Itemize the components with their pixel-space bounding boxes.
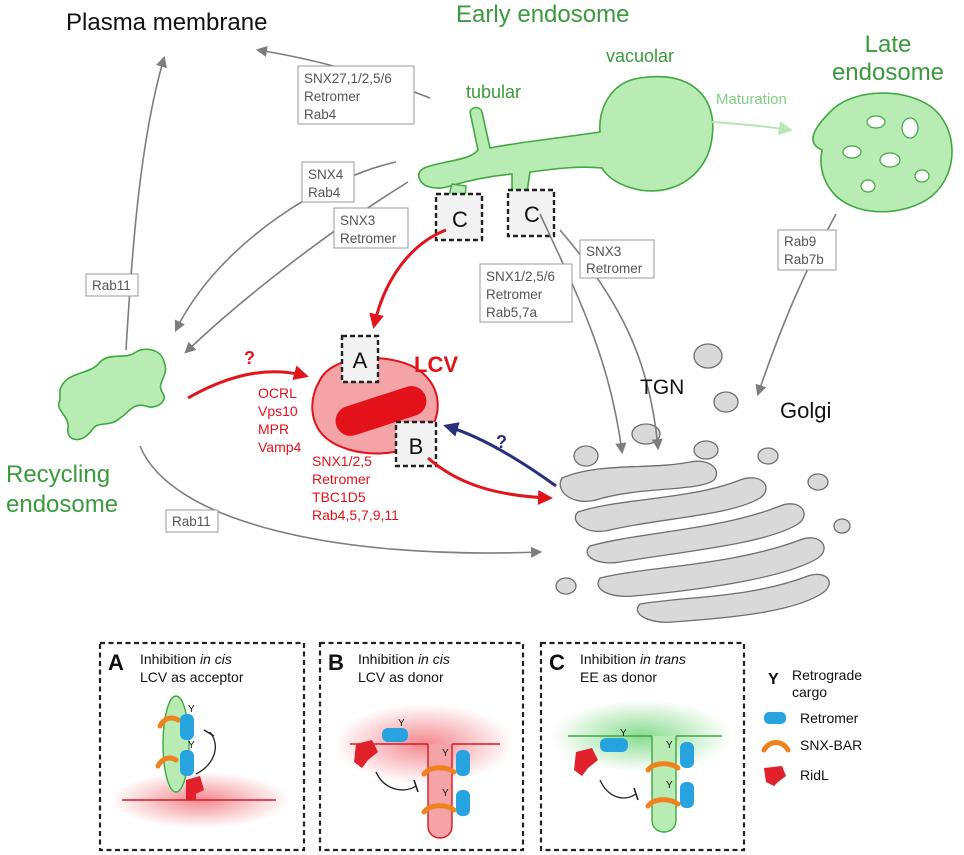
gray-route-arrows bbox=[125, 45, 837, 558]
route-box-rab11-pm: Rab11 bbox=[85, 273, 139, 297]
svg-text:Inhibition in cis: Inhibition in cis bbox=[358, 651, 450, 667]
svg-text:C: C bbox=[452, 207, 468, 232]
callout-c-right: C bbox=[506, 188, 556, 238]
legend-cargo-icon: Y bbox=[768, 671, 779, 688]
svg-text:Y: Y bbox=[666, 740, 673, 751]
svg-text:SNX4: SNX4 bbox=[308, 167, 344, 182]
svg-text:Rab4: Rab4 bbox=[304, 107, 337, 122]
svg-text:SNX1/2,5/6: SNX1/2,5/6 bbox=[486, 269, 555, 284]
svg-text:C: C bbox=[549, 650, 565, 675]
svg-text:TBC1D5: TBC1D5 bbox=[312, 489, 366, 505]
svg-text:Retromer: Retromer bbox=[340, 231, 397, 246]
lcv-acceptor-factors: OCRL Vps10 MPR Vamp4 bbox=[258, 385, 302, 455]
question-mark-navy: ? bbox=[496, 432, 507, 452]
svg-text:Inhibition in cis: Inhibition in cis bbox=[140, 651, 232, 667]
svg-text:Vamp4: Vamp4 bbox=[258, 439, 302, 455]
svg-text:Y: Y bbox=[442, 788, 449, 799]
svg-text:Retromer: Retromer bbox=[486, 287, 543, 302]
label-tubular: tubular bbox=[466, 82, 521, 102]
svg-text:B: B bbox=[328, 650, 344, 675]
svg-text:A: A bbox=[353, 348, 368, 373]
svg-text:MPR: MPR bbox=[258, 421, 289, 437]
label-tgn: TGN bbox=[640, 376, 684, 399]
question-mark-red: ? bbox=[244, 348, 255, 368]
legend-ridl-icon bbox=[764, 766, 786, 786]
svg-text:Rab9: Rab9 bbox=[784, 234, 816, 249]
route-box-snx3-re: SNX3 Retromer bbox=[333, 207, 409, 249]
route-box-snx4: SNX4 Rab4 bbox=[301, 161, 355, 203]
label-plasma-membrane: Plasma membrane bbox=[66, 9, 267, 36]
svg-text:Rab5,7a: Rab5,7a bbox=[486, 305, 538, 320]
panel-b: B Inhibition in cis LCV as donor Y Y Y bbox=[318, 641, 525, 852]
svg-text:EE as donor: EE as donor bbox=[580, 669, 657, 685]
svg-text:SNX1/2,5: SNX1/2,5 bbox=[312, 453, 372, 469]
svg-text:LCV as acceptor: LCV as acceptor bbox=[140, 669, 244, 685]
svg-text:Y: Y bbox=[188, 704, 195, 715]
recycling-endosome-shape bbox=[57, 348, 167, 441]
route-box-rab11-golgi: Rab11 bbox=[165, 509, 219, 533]
legend: Y Retrograde cargo Retromer SNX-BAR RidL bbox=[761, 667, 862, 786]
svg-text:SNX3: SNX3 bbox=[340, 213, 375, 228]
label-early-endosome: Early endosome bbox=[456, 1, 629, 28]
label-vacuolar: vacuolar bbox=[606, 46, 674, 66]
svg-text:B: B bbox=[409, 434, 424, 459]
label-golgi: Golgi bbox=[780, 398, 831, 423]
label-recycling: Recycling bbox=[6, 461, 110, 488]
label-late: Late bbox=[865, 31, 912, 58]
route-box-ee-to-pm: SNX27,1/2,5/6 Retromer Rab4 bbox=[297, 65, 415, 125]
lcv-donor-factors: SNX1/2,5 Retromer TBC1D5 Rab4,5,7,9,11 bbox=[312, 453, 399, 523]
svg-text:RidL: RidL bbox=[800, 767, 829, 783]
svg-text:Y: Y bbox=[442, 748, 449, 759]
svg-text:Retromer: Retromer bbox=[800, 710, 859, 726]
label-recycling-endosome: endosome bbox=[6, 491, 118, 518]
svg-text:cargo: cargo bbox=[792, 684, 827, 700]
svg-text:Y: Y bbox=[666, 780, 673, 791]
svg-text:Y: Y bbox=[620, 728, 627, 739]
svg-text:SNX27,1/2,5/6: SNX27,1/2,5/6 bbox=[304, 71, 392, 86]
svg-text:Retromer: Retromer bbox=[304, 89, 361, 104]
golgi-shape bbox=[555, 343, 851, 623]
svg-text:SNX-BAR: SNX-BAR bbox=[800, 737, 862, 753]
svg-text:C: C bbox=[524, 202, 540, 227]
late-endosome-shape bbox=[812, 92, 953, 213]
lcv-arrows bbox=[187, 228, 557, 506]
svg-text:A: A bbox=[108, 650, 124, 675]
label-late-endosome: endosome bbox=[832, 59, 944, 86]
panel-a: A Inhibition in cis LCV as acceptor Y Y bbox=[98, 641, 306, 852]
svg-text:Y: Y bbox=[398, 718, 405, 729]
route-box-rab9: Rab9 Rab7b bbox=[777, 229, 837, 271]
callout-c-left: C bbox=[434, 192, 484, 242]
legend-retromer-icon bbox=[764, 712, 786, 724]
svg-text:Inhibition in trans: Inhibition in trans bbox=[580, 651, 686, 667]
svg-text:SNX3: SNX3 bbox=[586, 244, 621, 259]
panel-c: C Inhibition in trans EE as donor Y Y Y bbox=[539, 641, 746, 852]
svg-text:LCV as donor: LCV as donor bbox=[358, 669, 444, 685]
label-lcv: LCV bbox=[414, 352, 458, 377]
svg-text:Retromer: Retromer bbox=[586, 261, 643, 276]
svg-text:Rab4: Rab4 bbox=[308, 185, 341, 200]
route-box-snx3-tgn: SNX3 Retromer bbox=[579, 239, 655, 279]
svg-text:OCRL: OCRL bbox=[258, 385, 297, 401]
svg-text:Vps10: Vps10 bbox=[258, 403, 298, 419]
callout-a: A bbox=[340, 334, 380, 384]
svg-text:Rab7b: Rab7b bbox=[784, 252, 824, 267]
legend-snxbar-icon bbox=[761, 740, 791, 753]
svg-text:Y: Y bbox=[188, 740, 195, 751]
label-maturation: Maturation bbox=[716, 91, 787, 108]
svg-text:Rab11: Rab11 bbox=[92, 278, 131, 293]
svg-text:Rab11: Rab11 bbox=[172, 514, 211, 529]
svg-text:Rab4,5,7,9,11: Rab4,5,7,9,11 bbox=[312, 507, 399, 523]
svg-text:Retrograde: Retrograde bbox=[792, 667, 862, 683]
route-box-snx1-tgn: SNX1/2,5/6 Retromer Rab5,7a bbox=[479, 263, 573, 323]
svg-text:Retromer: Retromer bbox=[312, 471, 371, 487]
callout-b: B bbox=[394, 420, 438, 468]
